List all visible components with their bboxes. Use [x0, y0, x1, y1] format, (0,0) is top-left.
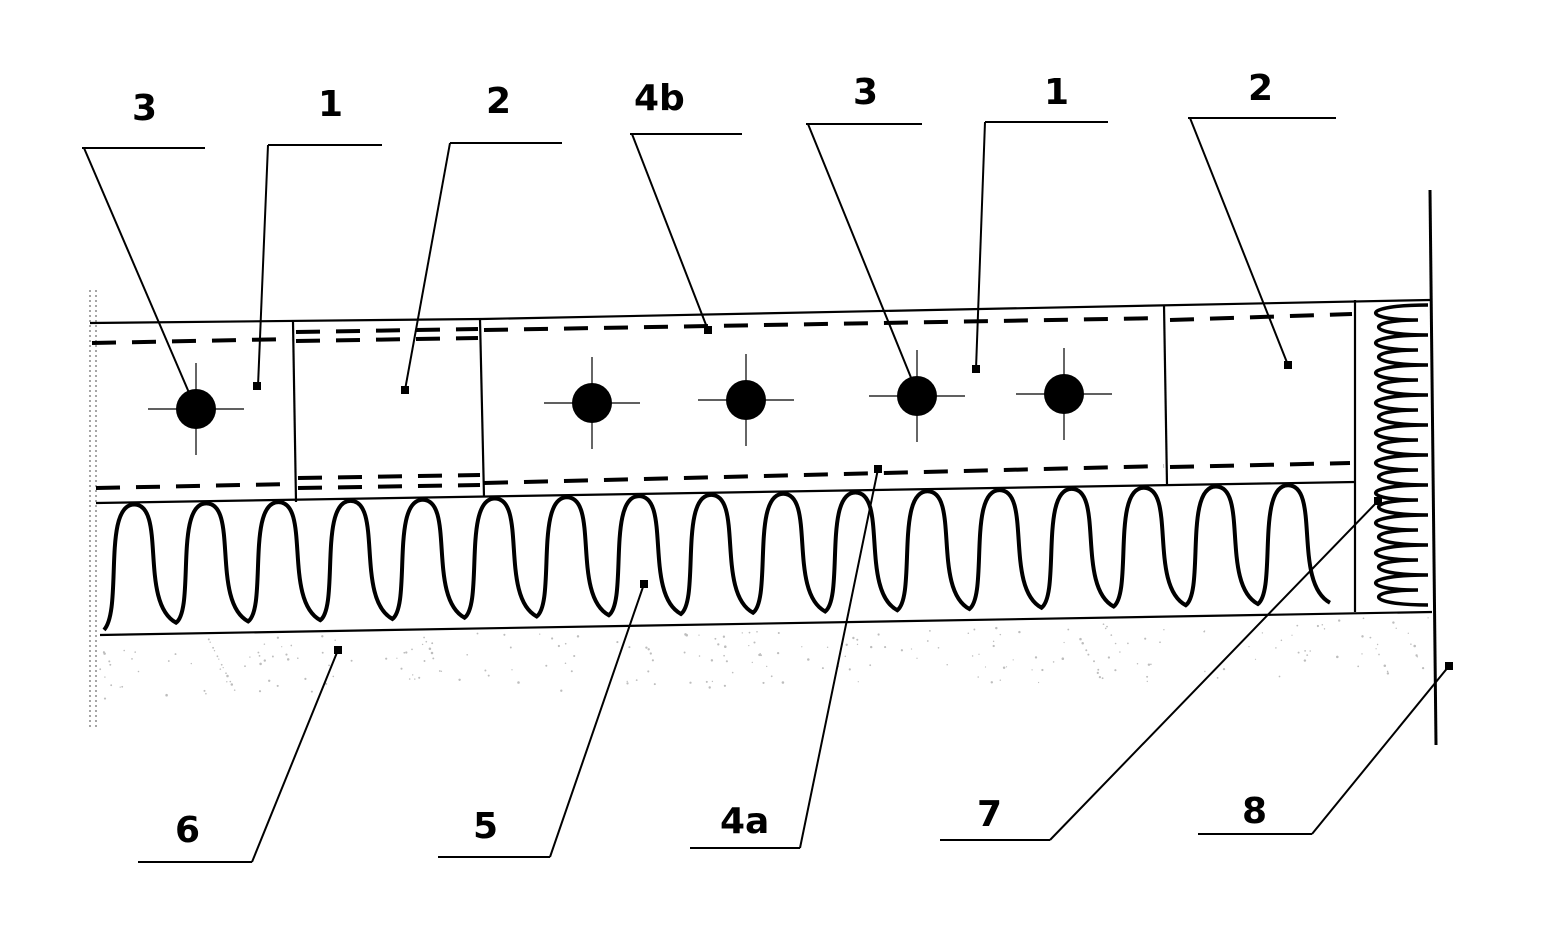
- label-4b: 4b: [634, 78, 685, 119]
- label-4a: 4a: [720, 801, 769, 842]
- edge-insulation-wave: [1374, 303, 1429, 607]
- pipe-5: [1016, 348, 1112, 440]
- label-6: 6: [175, 810, 200, 851]
- insulation-wave: [102, 483, 1332, 632]
- pipe-2: [544, 357, 640, 449]
- panel-outline: [89, 298, 1433, 637]
- label-8: 8: [1242, 791, 1267, 832]
- left-wall: [89, 290, 97, 728]
- reference-labels: 3 1 2 4b 3 1 2 6 5 4a 7 8: [132, 68, 1273, 851]
- label-1-left: 1: [318, 84, 343, 125]
- lower-dashed-mesh: [95, 461, 1351, 490]
- label-3-right: 3: [853, 72, 878, 113]
- marker-1-left: [253, 382, 261, 390]
- label-2-right: 2: [1248, 68, 1273, 109]
- label-1-right: 1: [1044, 72, 1069, 113]
- label-3-left: 3: [132, 88, 157, 129]
- pipe-4: [869, 350, 965, 442]
- label-5: 5: [473, 806, 498, 847]
- label-2-left: 2: [486, 81, 511, 122]
- pipe-3: [698, 354, 794, 446]
- heating-pipes: [148, 348, 1112, 455]
- leader-lines: [82, 117, 1450, 863]
- right-wall: [1428, 189, 1438, 746]
- label-7: 7: [977, 794, 1002, 835]
- upper-dashed-mesh: [91, 312, 1353, 345]
- pipe-1: [148, 363, 244, 455]
- ground-speckle: [99, 617, 1429, 700]
